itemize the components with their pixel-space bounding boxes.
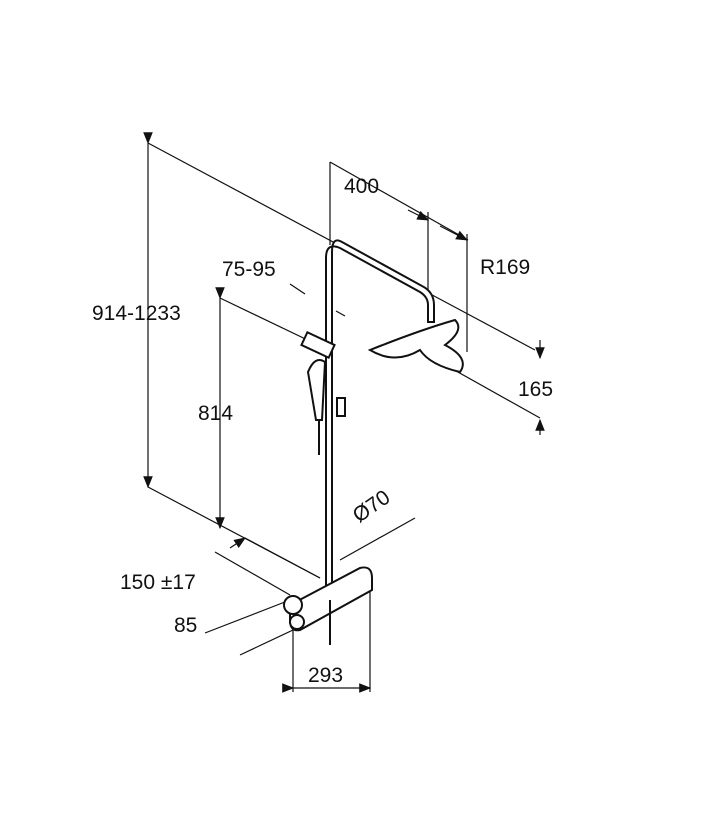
shower-head [367, 318, 464, 374]
dimension-lines [143, 132, 545, 693]
hand-shower [306, 359, 327, 421]
inlet-spacing-label: 150 ±17 [120, 571, 196, 594]
total-height-label: 914-1233 [92, 302, 181, 325]
head-radius-label: R169 [480, 256, 531, 279]
head-height-label: 165 [518, 378, 554, 401]
arm-length-label: 400 [344, 175, 380, 198]
wall-distance-label: 85 [174, 614, 198, 637]
shower-column [283, 239, 464, 645]
holder-range-label: 75-95 [222, 258, 276, 281]
body-width-label: 293 [308, 664, 344, 687]
rail-height-label: 814 [198, 402, 234, 425]
